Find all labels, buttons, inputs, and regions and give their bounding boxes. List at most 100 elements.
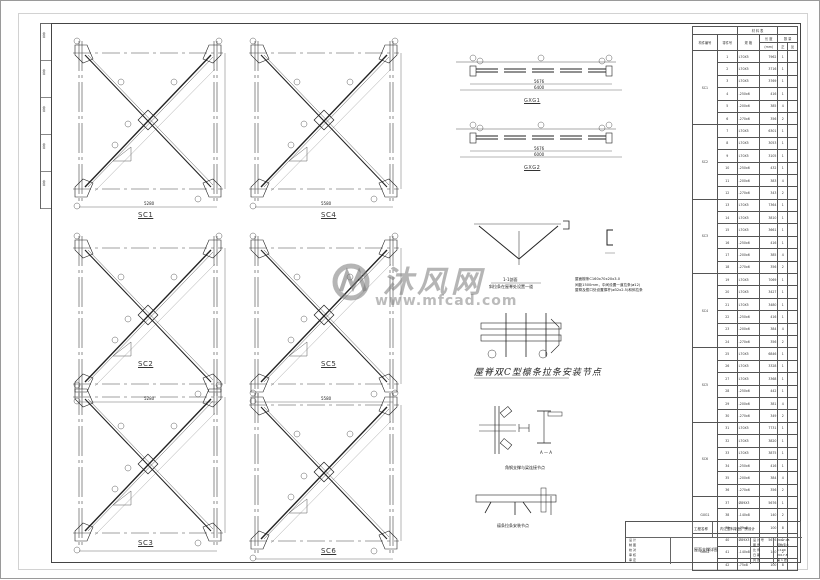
spec-cell: -270x6 [736,111,760,126]
no-cell: 38 [716,508,738,522]
member-cell: GXG2 [692,533,718,572]
title-right-value: 1:100 [777,548,786,552]
len-cell: 356 [758,334,779,349]
no-cell: 13 [716,198,738,213]
purlin-bracing-caption: 斜拉条在屋脊处设置一道 [489,284,533,289]
revision-strip: 会签 会签 会签 会签 会签 [40,23,51,209]
spec-cell: L70X5 [736,149,760,163]
neg-qty-cell [787,136,798,151]
no-cell: 16 [716,235,738,250]
tiebar-total-dim: 6400 [534,85,545,90]
qty-cell: 2 [777,334,789,349]
spec-cell: L70X5 [736,285,760,299]
neg-qty-cell [787,458,798,473]
double-c-caption: 屋脊双C型檩条拉条安装节点 [474,368,602,378]
tiebar-inner-dim: 5676 [534,146,545,151]
spec-cell: L70X5 [736,297,760,312]
qty-cell: 2 [777,260,789,275]
no-cell: 15 [716,223,738,237]
purlin-bracing-sub: 1-1剖面 [503,277,518,282]
qty-cell: 1 [777,359,789,374]
member-cell: SC6 [692,421,718,498]
purlin-tie-detail [475,487,557,515]
diagonal-cell [777,26,798,35]
drawing-title: 屋面支撑详图 [694,547,718,552]
qty-cell: 1 [777,496,789,510]
qty-cell: 1 [777,74,789,89]
qty-cell: 1 [777,49,789,64]
spec-cell: -250x6 [736,235,760,250]
no-cell: 3 [716,74,738,89]
bracing-label-sc5: SC5 [321,360,337,368]
qty-cell: 1 [777,310,789,324]
dim-width: 5280 [144,201,155,206]
neg-qty-cell [787,471,798,485]
member-cell: GXG1 [692,496,718,535]
spec-cell: -200x6 [736,248,760,262]
qty-cell: 1 [777,149,789,163]
no-cell: 14 [716,211,738,225]
qty-cell: 1 [777,297,789,312]
len-cell: 3105 [758,149,779,163]
neg-qty-cell [787,545,798,560]
inner-frame [51,23,801,563]
neg-qty-cell [787,211,798,225]
no-cell: 26 [716,359,738,374]
qty-cell: 2 [777,409,789,423]
neg-qty-cell [787,99,798,113]
section-label: A — A [540,450,553,455]
qty-cell: 1 [777,446,789,460]
bracing-label-sc3: SC3 [138,539,154,547]
spec-cell: -270x6 [736,334,760,349]
len-cell: 343 [758,186,779,200]
member-cell: SC1 [692,49,718,126]
project-label: 工程名称 [694,527,708,531]
spec-cell: -200x6 [736,322,760,337]
len-cell: 3053 [758,136,779,151]
len-cell: 385 [758,248,779,262]
len-cell: 416 [758,87,779,101]
title-right-label: 日 期 [753,553,760,557]
spec-cell: -200x6 [736,471,760,485]
spec-cell: L70X5 [736,223,760,237]
len-cell: 3328 [758,359,779,374]
no-cell: 28 [716,384,738,398]
no-cell: 17 [716,248,738,262]
neg-qty-cell [787,235,798,250]
no-cell: 2 [716,62,738,76]
neg-qty-cell [787,297,798,312]
qty-cell: 1 [777,273,789,287]
qty-cell: 4 [777,248,789,262]
len-cell: 349 [758,409,779,423]
len-cell: 3875 [758,446,779,460]
qty-cell: 1 [777,285,789,299]
qty-cell: 1 [777,198,789,213]
neg-qty-cell [787,508,798,522]
qty-cell: 1 [777,347,789,361]
no-cell: 12 [716,186,738,200]
revision-cell: 会签 [41,172,51,209]
neg-qty-cell [787,421,798,436]
len-cell: 384 [758,322,779,337]
member-cell: SC2 [692,124,718,200]
member-cell: SC3 [692,198,718,275]
title-left-row: 设 计 [629,538,636,542]
len-cell: 6301 [758,124,779,138]
neg-qty-cell [787,434,798,448]
spec-cell: -140x8 [736,545,760,560]
len-cell: 356 [758,111,779,126]
len-cell: 140 [758,508,779,522]
qty-cell: 4 [777,471,789,485]
